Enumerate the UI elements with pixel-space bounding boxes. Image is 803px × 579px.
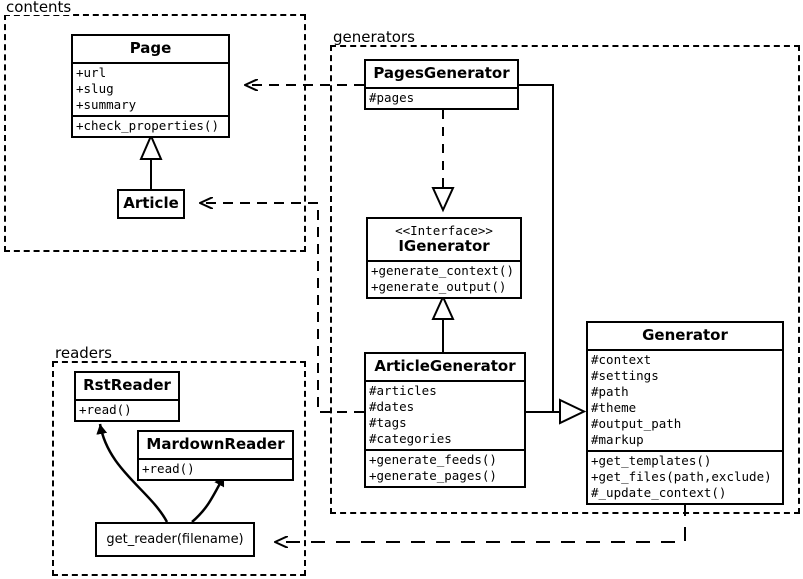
- attribute: #settings: [591, 368, 659, 383]
- class-article[interactable]: Article: [117, 189, 185, 219]
- operation: +check_properties(): [76, 118, 219, 133]
- class-pagesgenerator[interactable]: PagesGenerator #pages: [364, 59, 519, 110]
- attribute: #dates: [369, 399, 415, 414]
- class-rstreader-name: RstReader: [83, 376, 171, 394]
- class-articlegenerator-name: ArticleGenerator: [374, 357, 516, 375]
- operation: +get_files(path,exclude): [591, 469, 772, 484]
- class-article-name: Article: [123, 194, 179, 212]
- attribute: #articles: [369, 383, 437, 398]
- attribute: #pages: [369, 90, 415, 105]
- operation: +read(): [142, 461, 195, 476]
- operation: +generate_output(): [371, 279, 507, 294]
- attribute: #markup: [591, 432, 644, 447]
- function-get-reader[interactable]: get_reader(filename): [95, 522, 255, 557]
- package-contents: [4, 14, 306, 252]
- attribute: #path: [591, 384, 629, 399]
- package-generators-label: generators: [331, 28, 417, 46]
- attribute: #theme: [591, 400, 637, 415]
- attribute: +summary: [76, 97, 137, 112]
- class-pagesgenerator-name: PagesGenerator: [373, 64, 510, 82]
- operation: +read(): [79, 402, 132, 417]
- class-mardownreader-name: MardownReader: [146, 435, 285, 453]
- operation: +generate_context(): [371, 263, 514, 278]
- class-page-operations: +check_properties(): [73, 115, 228, 136]
- operation: #_update_context(): [591, 485, 727, 500]
- class-rstreader-operations: +read(): [76, 399, 178, 420]
- class-mardownreader[interactable]: MardownReader +read(): [137, 430, 294, 481]
- class-generator[interactable]: Generator #context #settings #path #them…: [586, 321, 784, 505]
- package-contents-label: contents: [4, 0, 74, 16]
- class-igenerator-name: <<Interface>> IGenerator: [368, 219, 520, 260]
- attribute: +slug: [76, 81, 114, 96]
- class-generator-attributes: #context #settings #path #theme #output_…: [588, 349, 782, 450]
- class-mardownreader-operations: +read(): [139, 458, 292, 479]
- class-articlegenerator[interactable]: ArticleGenerator #articles #dates #tags …: [364, 352, 526, 488]
- function-get-reader-label: get_reader(filename): [106, 532, 244, 547]
- package-readers: [52, 361, 306, 576]
- class-articlegenerator-attributes: #articles #dates #tags #categories: [366, 380, 524, 449]
- package-readers-label: readers: [53, 344, 114, 362]
- class-generator-operations: +get_templates() +get_files(path,exclude…: [588, 450, 782, 503]
- class-generator-name: Generator: [642, 326, 728, 344]
- class-page-attributes: +url +slug +summary: [73, 62, 228, 115]
- class-articlegenerator-operations: +generate_feeds() +generate_pages(): [366, 449, 524, 486]
- operation: +get_templates(): [591, 453, 712, 468]
- operation: +generate_pages(): [369, 468, 497, 483]
- attribute: #tags: [369, 415, 407, 430]
- class-rstreader[interactable]: RstReader +read(): [74, 371, 180, 422]
- attribute: +url: [76, 65, 107, 80]
- class-igenerator-operations: +generate_context() +generate_output(): [368, 260, 520, 297]
- attribute: #context: [591, 352, 652, 367]
- attribute: #categories: [369, 431, 452, 446]
- attribute: #output_path: [591, 416, 682, 431]
- class-igenerator-stereotype: <<Interface>>: [395, 223, 493, 238]
- class-page[interactable]: Page +url +slug +summary +check_properti…: [71, 34, 230, 138]
- class-page-name: Page: [129, 39, 172, 57]
- operation: +generate_feeds(): [369, 452, 497, 467]
- class-igenerator[interactable]: <<Interface>> IGenerator +generate_conte…: [366, 217, 522, 299]
- class-pagesgenerator-attributes: #pages: [366, 87, 517, 108]
- class-igenerator-label: IGenerator: [398, 237, 490, 255]
